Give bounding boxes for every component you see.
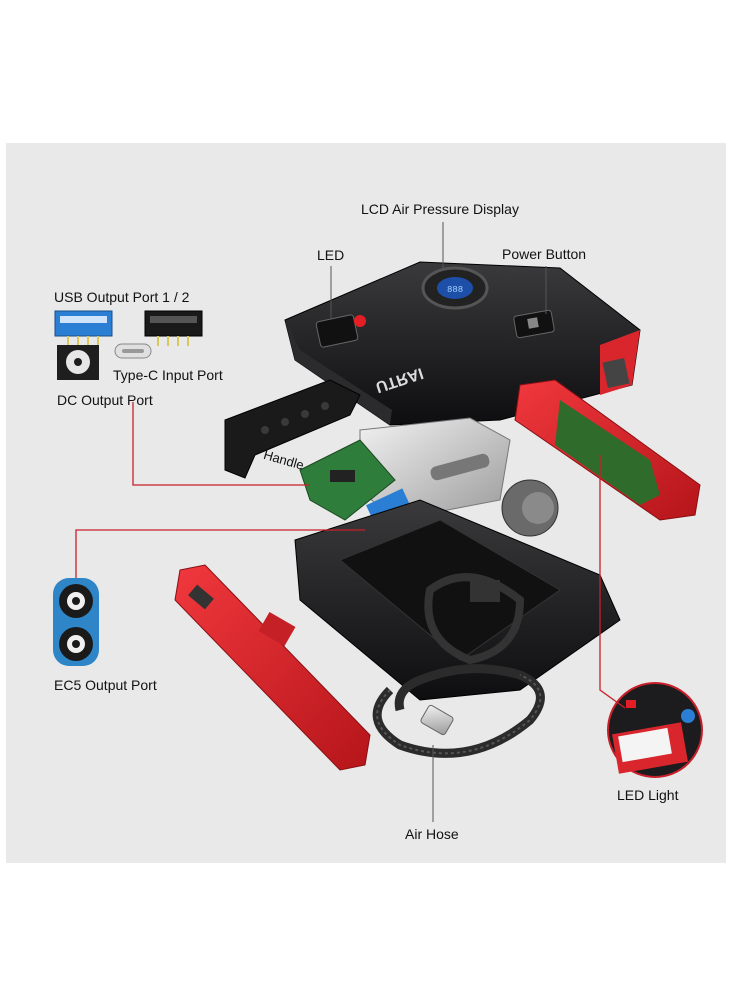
battery-pcb [299, 417, 559, 537]
dc-port-icon [57, 345, 99, 380]
label-ec5-output-port: EC5 Output Port [54, 677, 157, 693]
bottom-base [294, 499, 621, 701]
leader-lines [75, 402, 626, 709]
usb-port-1-icon [54, 310, 113, 346]
lcd-display: 888 [421, 266, 489, 310]
leader-ec5 [75, 529, 365, 578]
handle-part [224, 379, 361, 479]
red-panel-left [174, 564, 371, 771]
leader-dc [132, 402, 310, 486]
svg-text:888: 888 [447, 285, 463, 295]
pointer-lines [330, 222, 547, 822]
ec5-port-icon [53, 578, 99, 666]
label-lcd-air-pressure-display: LCD Air Pressure Display [361, 201, 519, 217]
label-air-hose: Air Hose [405, 826, 459, 842]
label-led-light: LED Light [617, 787, 679, 803]
red-panel-right [514, 379, 701, 521]
usb-port-2-icon [144, 310, 203, 346]
label-type-c-input-port: Type-C Input Port [113, 367, 223, 383]
led-light-zoom [607, 682, 703, 778]
label-usb-output-port: USB Output Port 1 / 2 [54, 289, 190, 305]
label-led: LED [317, 247, 345, 263]
label-power-button: Power Button [502, 246, 587, 262]
label-dc-output-port: DC Output Port [57, 392, 153, 408]
power-button [513, 309, 555, 339]
type-c-port-icon [114, 343, 152, 359]
led-indicator [315, 314, 366, 348]
leader-led-light [599, 455, 626, 709]
air-hose [372, 664, 545, 758]
